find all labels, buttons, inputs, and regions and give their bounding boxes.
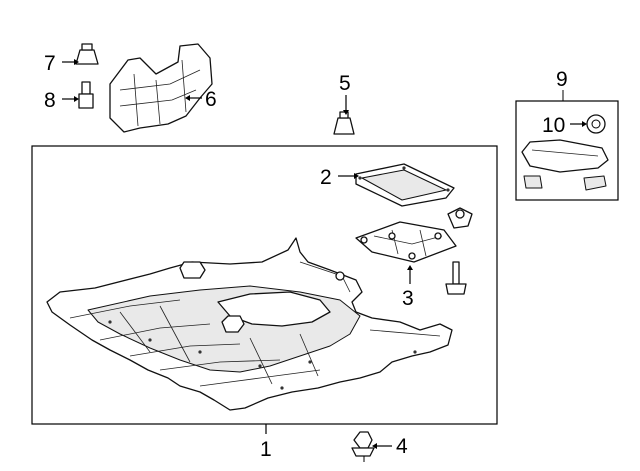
callout-1: 1 <box>260 438 272 461</box>
part-10-plug[interactable] <box>586 114 606 134</box>
callout-6: 6 <box>205 88 217 111</box>
callout-2: 2 <box>320 166 332 189</box>
part-1-frame <box>31 145 498 425</box>
part-5-clip[interactable] <box>333 111 355 135</box>
engine-under-cover[interactable] <box>46 237 453 411</box>
callout-9: 9 <box>556 68 568 91</box>
callout-4: 4 <box>396 435 408 458</box>
callout-5: 5 <box>339 72 351 95</box>
part-4-clip[interactable] <box>351 431 375 462</box>
part-6-side-shield[interactable] <box>109 43 213 133</box>
leader-lines <box>62 59 587 449</box>
clip-nut[interactable] <box>447 207 473 229</box>
part-3-bracket[interactable] <box>355 221 457 263</box>
part-2-plate[interactable] <box>355 163 455 207</box>
callout-7: 7 <box>44 52 56 75</box>
part-8-bolt[interactable] <box>78 81 94 109</box>
bolt[interactable] <box>445 261 467 295</box>
callout-10: 10 <box>542 114 565 137</box>
part-7-clip[interactable] <box>75 43 99 65</box>
part-9-kit[interactable] <box>521 139 609 191</box>
callout-8: 8 <box>44 89 56 112</box>
part-9-frame <box>515 100 619 201</box>
callout-3: 3 <box>402 287 414 310</box>
